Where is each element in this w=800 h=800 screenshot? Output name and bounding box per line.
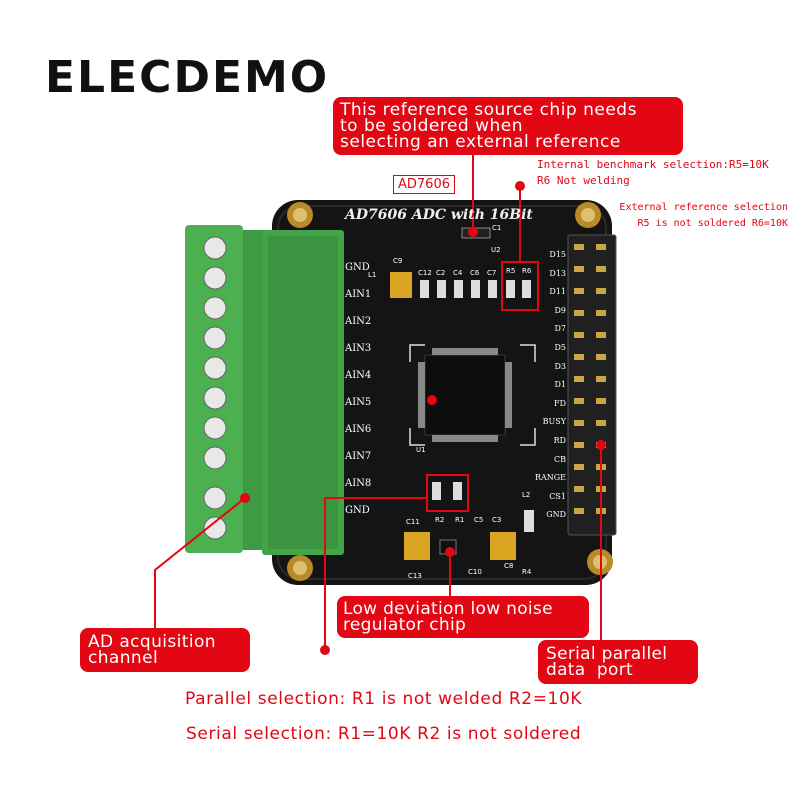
part-label: C4 xyxy=(453,269,463,277)
pin-label: AIN6 xyxy=(345,424,372,435)
part-label: U1 xyxy=(416,446,426,454)
right-pin-labels: D15 D13 D11 D9 D7 D5 D3 D1 FD BUSY RD CB… xyxy=(528,246,566,525)
part-label: R5 xyxy=(506,267,516,275)
board-title: AD7606 ADC with 16Bit xyxy=(345,207,533,223)
part-label: L2 xyxy=(522,491,531,499)
part-label: C10 xyxy=(468,568,482,576)
pin-label: CB xyxy=(554,454,566,464)
callout-line: AD acquisition xyxy=(88,632,216,652)
reference-chip-callout: This reference source chip needs to be s… xyxy=(333,97,683,155)
callout-line: channel xyxy=(88,648,159,668)
callout-line: selecting an external reference xyxy=(340,132,621,152)
part-label: C3 xyxy=(492,516,502,524)
part-label: C12 xyxy=(418,269,432,277)
serial-parallel-callout: Serial parallel data port xyxy=(538,640,698,684)
pin-label: AIN7 xyxy=(345,451,372,462)
part-label: C2 xyxy=(436,269,446,277)
leader-lines xyxy=(154,155,606,655)
pin-label: AIN4 xyxy=(345,370,372,381)
pin-label: D9 xyxy=(554,305,566,315)
callout-line: Serial parallel xyxy=(546,644,668,664)
note-line: External reference selection xyxy=(619,202,788,213)
part-label: L1 xyxy=(368,271,377,279)
bottom-components xyxy=(404,482,534,560)
part-label: C13 xyxy=(408,572,422,580)
left-pin-labels: GND AIN1 AIN2 AIN3 AIN4 AIN5 AIN6 AIN7 A… xyxy=(345,254,371,524)
part-label: C5 xyxy=(474,516,484,524)
callout-line: data port xyxy=(546,660,633,680)
pin-label: CS1 xyxy=(549,491,566,501)
pin-label: RD xyxy=(553,435,566,445)
pin-label: GND xyxy=(345,262,370,273)
ad-channel-callout: AD acquisition channel xyxy=(80,628,250,672)
r1-r2-highlight xyxy=(426,474,469,512)
external-reference-note: External reference selection R5 is not s… xyxy=(612,200,788,232)
pin-label: AIN5 xyxy=(345,397,372,408)
internal-reference-note: Internal benchmark selection:R5=10K R6 N… xyxy=(537,157,769,189)
pin-label: FD xyxy=(554,398,566,408)
callout-line: regulator chip xyxy=(343,615,467,635)
pin-label: D11 xyxy=(549,287,566,297)
note-line: R5 is not soldered R6=10K xyxy=(637,218,788,229)
part-label: R1 xyxy=(455,516,465,524)
pin-label: D1 xyxy=(554,380,566,390)
pin-label: D7 xyxy=(554,324,566,334)
part-label: R6 xyxy=(522,267,532,275)
pin-label: D5 xyxy=(554,342,566,352)
part-label: R2 xyxy=(435,516,445,524)
part-label: C9 xyxy=(393,257,403,265)
pin-label: D13 xyxy=(549,268,566,278)
pin-label: D15 xyxy=(549,250,566,259)
callout-line: This reference source chip needs xyxy=(340,100,637,120)
part-label: C8 xyxy=(504,562,514,570)
part-label: C1 xyxy=(492,224,502,232)
pin-label: GND xyxy=(345,505,370,516)
pin-label: GND xyxy=(546,510,566,520)
part-label: C6 xyxy=(470,269,480,277)
pin-label: AIN3 xyxy=(345,343,372,354)
callout-line: to be soldered when xyxy=(340,116,524,136)
part-label: C7 xyxy=(487,269,497,277)
regulator-callout: Low deviation low noise regulator chip xyxy=(337,596,589,638)
mounting-screws xyxy=(287,202,613,581)
brand-logo: ELECDEMO xyxy=(45,52,330,103)
adc-chip xyxy=(409,344,536,446)
callout-line: Low deviation low noise xyxy=(343,599,553,619)
pin-label: AIN8 xyxy=(345,478,372,489)
pin-label: BUSY xyxy=(542,417,566,427)
part-label: U2 xyxy=(491,246,501,254)
note-line: R6 Not welding xyxy=(537,174,630,187)
part-label: R4 xyxy=(522,568,532,576)
serial-selection-text: Serial selection: R1=10K R2 is not solde… xyxy=(186,724,582,744)
pin-label: RANGE xyxy=(534,473,566,483)
note-line: Internal benchmark selection:R5=10K xyxy=(537,158,769,171)
pin-label: D3 xyxy=(554,361,566,371)
terminal-screws xyxy=(203,236,227,540)
chip-tag: AD7606 xyxy=(393,175,455,194)
part-label: C11 xyxy=(406,518,420,526)
parallel-selection-text: Parallel selection: R1 is not welded R2=… xyxy=(185,689,583,709)
pin-label: AIN1 xyxy=(345,289,372,300)
pin-label: AIN2 xyxy=(345,316,372,327)
